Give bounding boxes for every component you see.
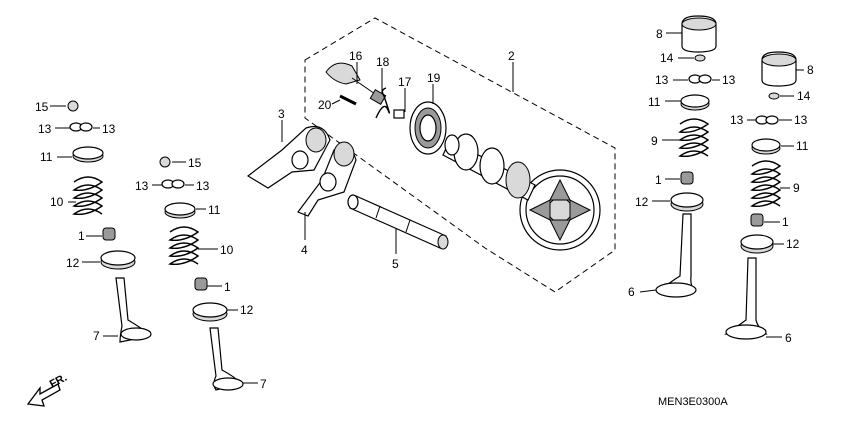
- camshaft-bearing: [409, 101, 447, 155]
- callout-13-right-a-1: 13: [655, 73, 669, 87]
- callout-12-right-a: 12: [635, 195, 649, 209]
- valve-train-right-b: [724, 51, 797, 340]
- callout-3: 3: [278, 107, 285, 121]
- camshaft: [442, 133, 536, 201]
- callout-7-left-a: 7: [93, 329, 100, 343]
- callout-13-right-b-2: 13: [794, 113, 808, 127]
- callout-5: 5: [392, 257, 399, 271]
- callout-7-left-b: 7: [260, 377, 267, 391]
- callout-13-left-b-1: 13: [135, 179, 149, 193]
- valve-train-left-b: [159, 156, 244, 391]
- rocker-arm-exhaust: [297, 141, 357, 217]
- callout-1-right-b: 1: [782, 215, 789, 229]
- callout-6-right-b: 6: [785, 331, 792, 345]
- valve-train-left-a: [67, 100, 152, 343]
- callout-19: 19: [427, 71, 441, 85]
- callout-8-right-b: 8: [807, 63, 814, 77]
- callout-10-left-b: 10: [220, 243, 234, 257]
- callout-1-left-b: 1: [224, 280, 231, 294]
- callout-2: 2: [508, 49, 515, 63]
- rocker-arm-intake: [246, 125, 331, 189]
- callout-9-right-b: 9: [793, 181, 800, 195]
- front-direction-label: FR.: [48, 372, 69, 391]
- cam-sprocket: [519, 169, 601, 251]
- callout-12-right-b: 12: [786, 237, 800, 251]
- front-direction-arrow-icon: FR.: [26, 372, 69, 407]
- callout-13-left-b-2: 13: [196, 179, 210, 193]
- callout-6-right-a: 6: [628, 285, 635, 299]
- callout-14-right-a: 14: [660, 51, 674, 65]
- callout-13-right-a-2: 13: [722, 73, 736, 87]
- camshaft-group: [325, 62, 601, 251]
- callout-8-right-a: 8: [656, 27, 663, 41]
- callout-9-right-a: 9: [651, 134, 658, 148]
- callout-10-left-a: 10: [50, 195, 64, 209]
- diagram-code: MEN3E0300A: [658, 396, 728, 408]
- part-number-labels: 2 16 18 17 19 20 3 4 5 15 13 13 11 10 1 …: [35, 27, 814, 391]
- callout-13-left-a-2: 13: [102, 122, 116, 136]
- pin: [339, 94, 357, 106]
- callout-18: 18: [376, 55, 390, 69]
- callout-11-right-b: 11: [796, 139, 809, 153]
- callout-15-left-b: 15: [188, 156, 202, 170]
- callout-11-left-a: 11: [40, 150, 53, 164]
- callout-4: 4: [301, 243, 308, 257]
- callout-14-right-b: 14: [797, 89, 811, 103]
- rocker-shaft: [347, 194, 449, 250]
- callout-1-right-a: 1: [655, 173, 662, 187]
- leader-lines: [50, 32, 804, 384]
- callout-15-left-a: 15: [35, 100, 49, 114]
- decompressor-weight: [325, 62, 361, 85]
- camshaft-assembly-frame: [304, 17, 616, 293]
- callout-13-right-b-1: 13: [730, 113, 744, 127]
- callout-11-left-b: 11: [208, 203, 221, 217]
- callout-12-left-b: 12: [240, 303, 254, 317]
- callout-20: 20: [318, 98, 332, 112]
- callout-13-left-a-1: 13: [38, 122, 52, 136]
- callout-1-left-a: 1: [78, 229, 85, 243]
- callout-16: 16: [349, 49, 363, 63]
- callout-12-left-a: 12: [66, 256, 80, 270]
- callout-11-right-a: 11: [648, 95, 661, 109]
- callout-17: 17: [398, 75, 412, 89]
- decompressor-cam: [393, 109, 405, 119]
- valve-train-right-a: [655, 15, 717, 298]
